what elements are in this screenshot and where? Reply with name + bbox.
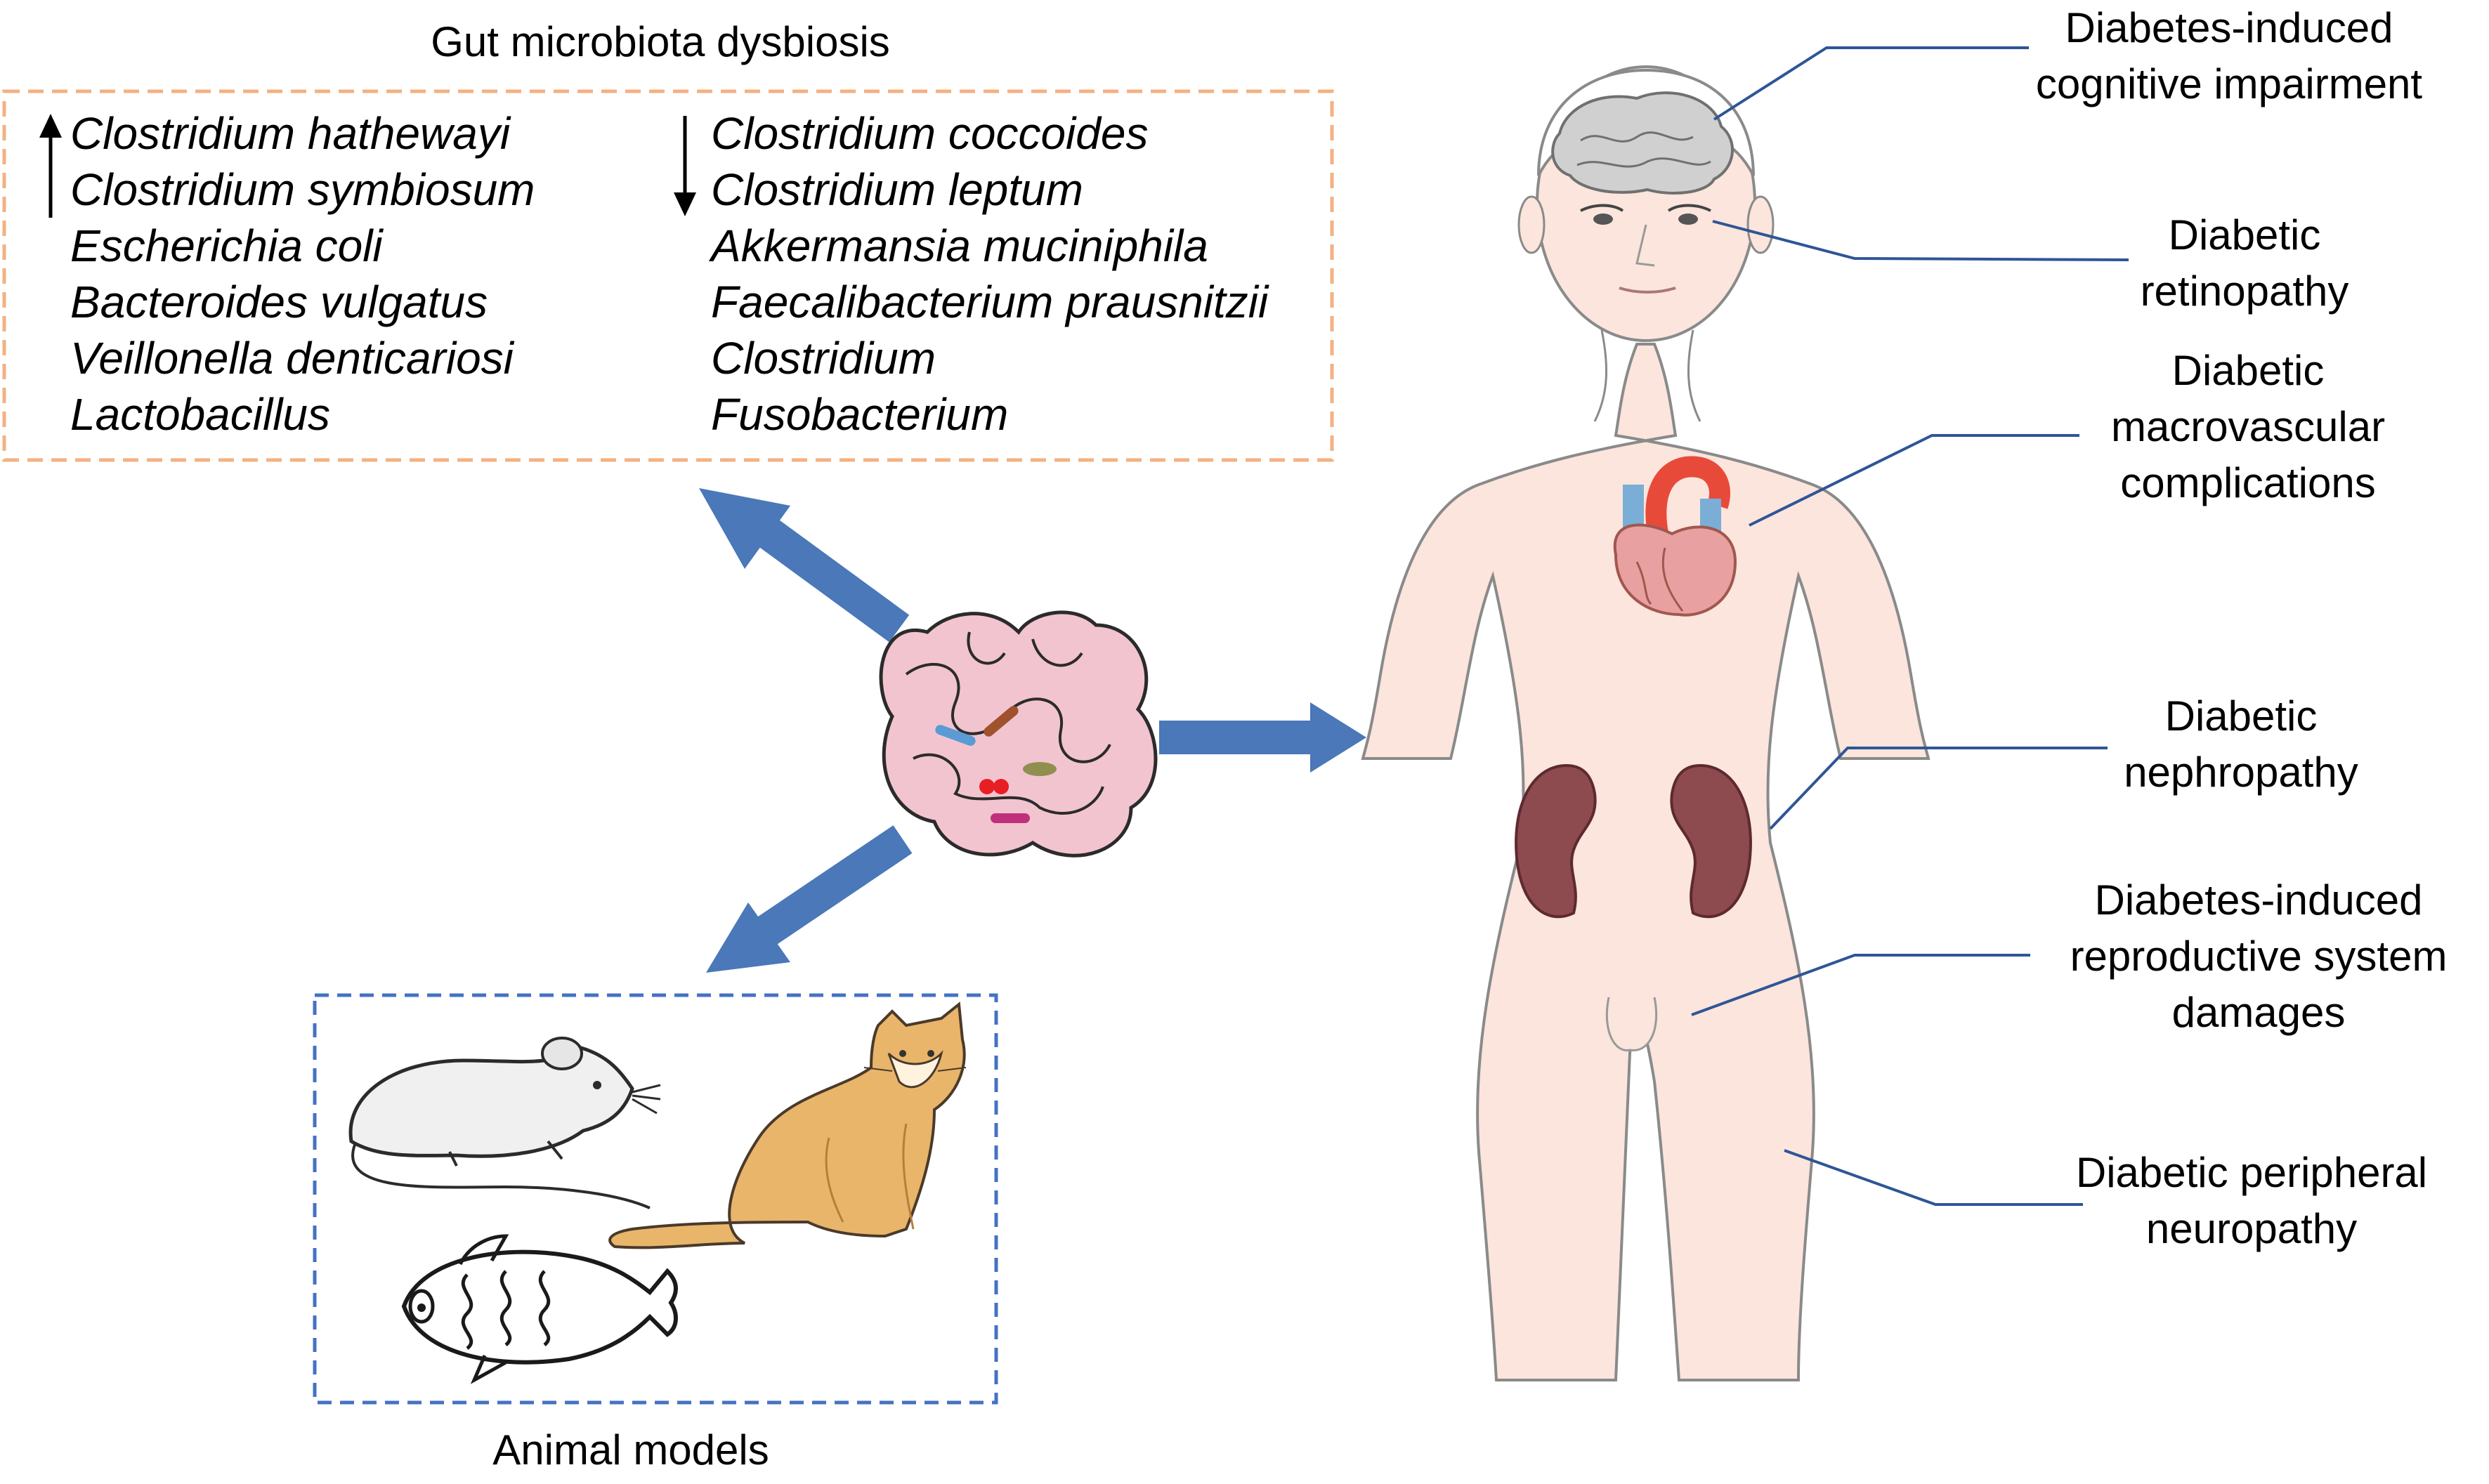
decreased-bacterium: Clostridium leptum [711, 164, 1083, 215]
complication-retinopathy-line1: Diabetic [2169, 211, 2321, 258]
animal-models-title: Animal models [492, 1426, 769, 1473]
arrow-to-dysbiosis [699, 488, 910, 643]
human-body-icon [1361, 65, 1931, 1381]
increased-bacterium: Bacteroides vulgatus [70, 277, 488, 327]
complication-reproductive-line2: reproductive system [2070, 933, 2448, 980]
increased-bacterium: Clostridium hathewayi [70, 108, 511, 159]
eye-left [1593, 214, 1613, 225]
arrow-to-animal-models [706, 825, 913, 973]
brain-icon [1551, 91, 1734, 195]
complication-macrovascular-line1: Diabetic [2172, 347, 2325, 394]
dysbiosis-panel: Gut microbiota dysbiosis Clostridium hat… [2, 18, 1334, 462]
cat-icon [608, 1002, 967, 1249]
complication-nephropathy-line1: Diabetic [2165, 692, 2318, 740]
decreased-bacterium: Clostridium [711, 333, 936, 383]
arrow-down-icon [674, 116, 696, 216]
increased-bacterium: Veillonella denticariosi [70, 333, 515, 383]
complication-reproductive-line1: Diabetes-induced [2095, 876, 2423, 924]
complication-neuropathy-line1: Diabetic peripheral [2076, 1149, 2427, 1196]
dysbiosis-box [2, 89, 1334, 462]
intestine-icon [879, 610, 1158, 858]
arrow-up-icon [39, 114, 62, 218]
complication-reproductive-line3: damages [2172, 989, 2346, 1036]
decreased-bacterium: Clostridium coccoides [711, 108, 1148, 159]
complication-macrovascular-line2: macrovascular [2111, 403, 2385, 450]
increased-bacterium: Clostridium symbiosum [70, 164, 535, 215]
fish-icon [401, 1234, 678, 1384]
decreased-bacterium: Akkermansia muciniphila [708, 221, 1208, 271]
decreased-bacterium: Faecalibacterium prausnitzii [711, 277, 1269, 327]
dysbiosis-title: Gut microbiota dysbiosis [431, 18, 890, 65]
complication-labels: Diabetes-induced cognitive impairment Di… [2036, 4, 2448, 1252]
complication-retinopathy-line2: retinopathy [2141, 268, 2349, 315]
complication-nephropathy-line2: nephropathy [2124, 749, 2358, 796]
increased-bacterium: Escherichia coli [70, 221, 384, 271]
animal-models-panel: Animal models [313, 993, 998, 1473]
arrow-to-body [1159, 702, 1366, 773]
mouse-icon [348, 1037, 661, 1209]
kidney-icon [1515, 763, 1752, 919]
decreased-bacterium: Fusobacterium [711, 389, 1008, 440]
eye-right [1678, 214, 1698, 225]
complication-cognitive-line2: cognitive impairment [2036, 60, 2423, 107]
complication-leaders [1691, 46, 2129, 1206]
heart-icon [1613, 456, 1737, 617]
complication-neuropathy-line2: neuropathy [2146, 1205, 2357, 1252]
complication-cognitive-line1: Diabetes-induced [2065, 4, 2393, 51]
animal-models-box [313, 993, 998, 1405]
complication-macrovascular-line3: complications [2120, 459, 2376, 506]
increased-bacterium: Lactobacillus [70, 389, 330, 440]
